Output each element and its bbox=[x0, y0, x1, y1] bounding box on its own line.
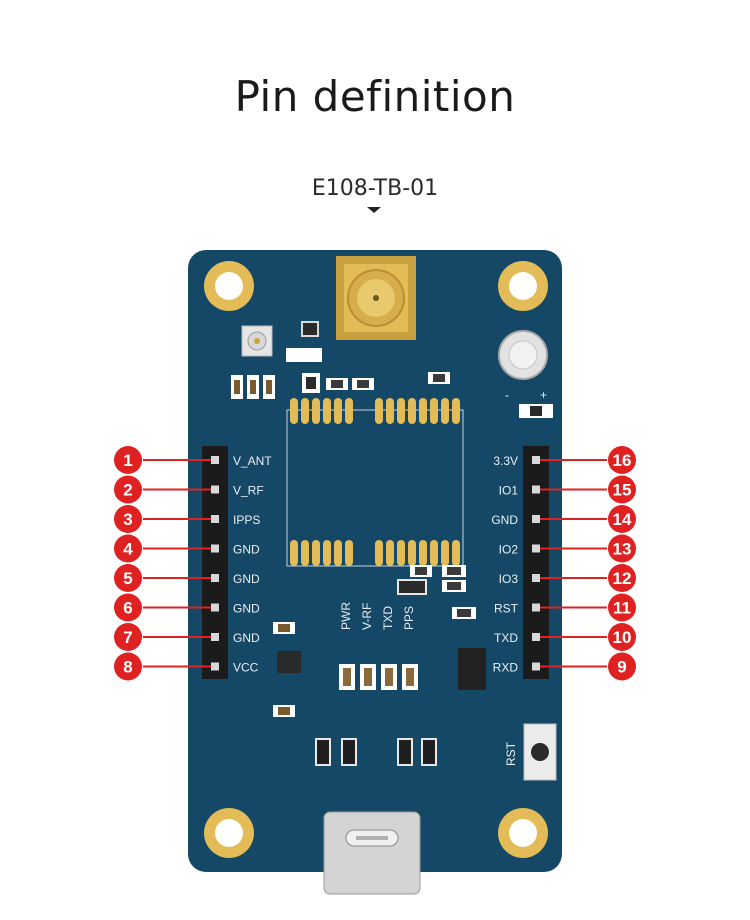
pin-number-badge bbox=[608, 505, 636, 533]
pin-number: 2 bbox=[123, 481, 132, 500]
coin-battery: - + bbox=[498, 330, 553, 418]
pin-number: 16 bbox=[613, 451, 632, 470]
header-pin bbox=[532, 633, 540, 641]
pin-label: IO1 bbox=[499, 484, 519, 498]
header-pin bbox=[532, 574, 540, 582]
header-pin bbox=[532, 603, 540, 612]
pin-number: 4 bbox=[123, 540, 133, 559]
pin-label: IO2 bbox=[499, 543, 519, 557]
page-title: Pin definition bbox=[234, 72, 516, 121]
pin-number-badge bbox=[608, 446, 636, 474]
pin-label: GND bbox=[233, 631, 260, 645]
pin-number: 13 bbox=[613, 540, 632, 559]
pin-number: 3 bbox=[123, 510, 132, 529]
usb-c-connector bbox=[323, 811, 421, 895]
header-pin bbox=[211, 456, 219, 464]
right-pin-header bbox=[523, 446, 549, 679]
pin-number: 14 bbox=[613, 510, 632, 529]
status-leds: PWR V-RF TXD PPS bbox=[339, 602, 418, 690]
pin-number-badge bbox=[114, 652, 142, 681]
header-pin bbox=[532, 485, 540, 494]
caret-down-icon bbox=[367, 207, 381, 213]
led-label: PPS bbox=[402, 606, 416, 630]
pin-number-badge bbox=[114, 534, 142, 563]
mounting-hole-top-right bbox=[498, 261, 548, 311]
left-pin-header bbox=[202, 446, 228, 679]
header-pin bbox=[532, 544, 540, 553]
pin-number-badge bbox=[608, 623, 636, 651]
pin-label: RXD bbox=[493, 661, 519, 675]
pin-number-badge bbox=[114, 593, 142, 622]
pin-number: 1 bbox=[123, 451, 132, 470]
led-label: V-RF bbox=[360, 603, 374, 630]
header-pin bbox=[532, 662, 540, 671]
pin-number: 10 bbox=[613, 628, 632, 647]
mounting-hole-top-left bbox=[204, 261, 254, 311]
mounting-hole-bottom-left bbox=[204, 808, 254, 858]
pin-number-badge bbox=[608, 475, 636, 504]
pin-number: 9 bbox=[617, 658, 626, 677]
pin-number: 6 bbox=[123, 599, 132, 618]
battery-minus-label: - bbox=[505, 388, 509, 402]
pin-label: IPPS bbox=[233, 513, 260, 527]
pin-label: GND bbox=[233, 543, 260, 557]
pin-label: V_RF bbox=[233, 484, 264, 498]
pin-label: 3.3V bbox=[493, 454, 518, 468]
smd-diodes bbox=[315, 738, 437, 766]
pin-number: 5 bbox=[123, 569, 132, 588]
pin-number-badge bbox=[608, 652, 636, 681]
pin-label: TXD bbox=[494, 631, 518, 645]
led-label: PWR bbox=[339, 602, 353, 630]
pin-label: VCC bbox=[233, 661, 259, 675]
pin-number: 12 bbox=[613, 569, 632, 588]
pin-label: V_ANT bbox=[233, 454, 272, 468]
pin-label: GND bbox=[233, 572, 260, 586]
pin-label: GND bbox=[491, 513, 518, 527]
header-pin bbox=[211, 603, 219, 612]
battery-plus-label: + bbox=[540, 388, 547, 402]
pin-number-badge bbox=[608, 534, 636, 563]
mounting-hole-bottom-right bbox=[498, 808, 548, 858]
pin-number-badge bbox=[114, 623, 142, 651]
sma-connector bbox=[336, 256, 416, 340]
led-label: TXD bbox=[381, 606, 395, 630]
header-pin bbox=[532, 456, 540, 464]
pin-label: GND bbox=[233, 602, 260, 616]
pin-number-badge bbox=[114, 446, 142, 474]
module-model: E108-TB-01 bbox=[311, 176, 439, 201]
pin-number-badge bbox=[608, 593, 636, 622]
pin-number-badge bbox=[608, 564, 636, 592]
pin-number: 15 bbox=[613, 481, 632, 500]
ipex-connector bbox=[241, 325, 273, 357]
right-pins: 16 3.3V 15 IO1 14 GND 13 IO2 12 IO3 11 RST 10 TXD 9 RXD bbox=[491, 446, 636, 681]
header-pin bbox=[211, 633, 219, 641]
pin-number-badge bbox=[114, 564, 142, 592]
pin-number: 8 bbox=[123, 658, 132, 677]
pin-number-badge bbox=[114, 505, 142, 533]
header-pin bbox=[211, 515, 219, 523]
header-pin bbox=[211, 485, 219, 494]
module-pads-bottom bbox=[290, 540, 460, 566]
pin-number-badge bbox=[114, 475, 142, 504]
header-pin bbox=[211, 574, 219, 582]
reset-button: RST bbox=[504, 723, 557, 781]
pin-label: IO3 bbox=[499, 572, 519, 586]
pin-number: 7 bbox=[123, 628, 132, 647]
header-pin bbox=[532, 515, 540, 523]
module-pads-top bbox=[290, 398, 460, 424]
pin-number: 11 bbox=[613, 599, 631, 618]
pin-label: RST bbox=[494, 602, 519, 616]
smd-components-top bbox=[231, 321, 450, 399]
header-pin bbox=[211, 544, 219, 553]
reset-button-label: RST bbox=[504, 741, 518, 766]
header-pin bbox=[211, 662, 219, 671]
smd-components-middle bbox=[273, 565, 486, 717]
